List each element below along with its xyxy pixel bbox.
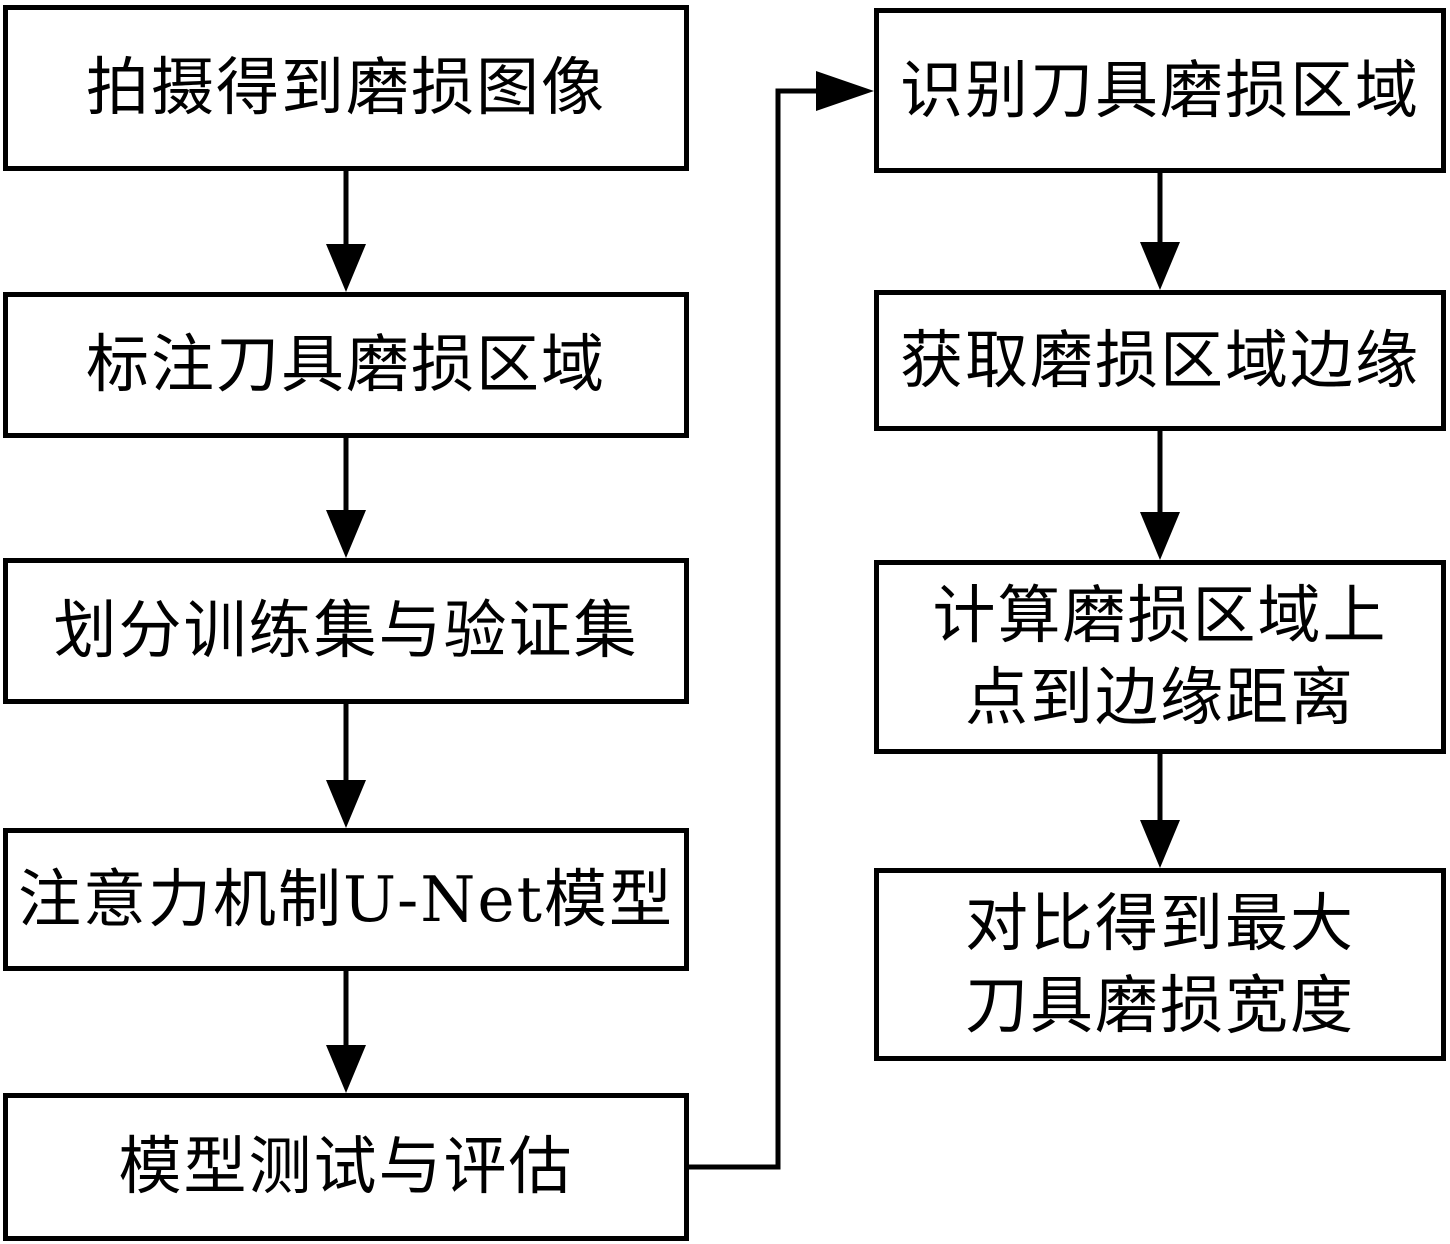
arrow-distance-to-maxwidth — [1140, 753, 1180, 868]
node-compute-point-to-edge-distance: 计算磨损区域上 点到边缘距离 — [874, 560, 1446, 754]
connector-test-to-identify — [688, 71, 874, 1170]
arrow-split-to-unet — [326, 703, 366, 828]
node-label: 对比得到最大 刀具磨损宽度 — [965, 886, 1355, 1042]
node-attention-unet-model: 注意力机制U-Net模型 — [3, 828, 689, 971]
node-model-test-evaluate: 模型测试与评估 — [3, 1093, 689, 1241]
node-split-train-validation: 划分训练集与验证集 — [3, 558, 689, 704]
node-label: 标注刀具磨损区域 — [86, 328, 606, 402]
arrow-capture-to-annotate — [326, 170, 366, 292]
node-max-wear-width: 对比得到最大 刀具磨损宽度 — [874, 868, 1446, 1061]
arrow-edge-to-distance — [1140, 430, 1180, 560]
arrow-unet-to-test — [326, 970, 366, 1093]
node-label: 注意力机制U-Net模型 — [18, 862, 674, 936]
arrow-annotate-to-split — [326, 437, 366, 558]
arrow-identify-to-edge — [1140, 172, 1180, 290]
node-label: 划分训练集与验证集 — [53, 594, 639, 668]
node-annotate-wear-region: 标注刀具磨损区域 — [3, 292, 689, 438]
node-get-wear-region-edge: 获取磨损区域边缘 — [874, 290, 1446, 431]
node-label: 获取磨损区域边缘 — [900, 323, 1420, 397]
node-label: 计算磨损区域上 点到边缘距离 — [932, 579, 1388, 734]
node-identify-wear-region: 识别刀具磨损区域 — [874, 8, 1446, 173]
node-label: 拍摄得到磨损图像 — [86, 51, 606, 125]
node-label: 识别刀具磨损区域 — [900, 53, 1420, 127]
node-label: 模型测试与评估 — [118, 1130, 574, 1204]
node-capture-image: 拍摄得到磨损图像 — [3, 5, 689, 171]
